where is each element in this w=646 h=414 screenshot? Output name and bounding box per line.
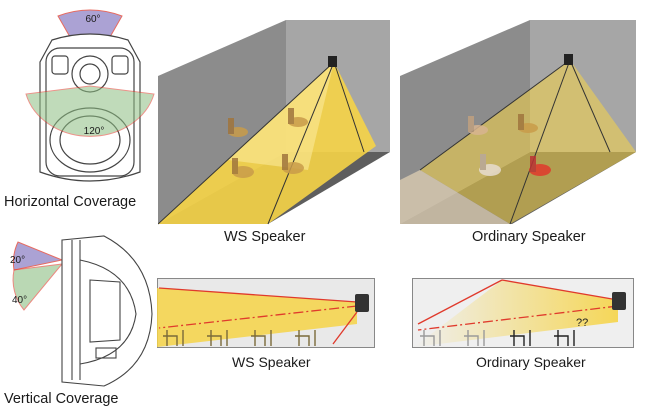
down-coverage-sector [12,263,64,311]
angle-20-label: 20° [10,255,25,266]
speaker-icon [612,292,626,310]
speaker-side-outline [61,235,153,387]
ws-room-caption: WS Speaker [224,229,306,245]
ordinary-side-diagram: ?? [412,278,634,348]
beam-edge-line [158,61,335,225]
ordinary-beam-dim [400,170,510,224]
beam-edge-line [569,59,611,153]
ws-beam-light [228,62,334,170]
ws-room-diagram [158,20,390,225]
ws-side-beam [157,288,357,347]
ws-side-diagram [157,278,375,348]
vertical-coverage-caption: Vertical Coverage [4,391,119,407]
beam-edge-line [333,61,365,153]
angle-120-label: 120° [84,126,105,137]
beam-edge-line [509,59,571,225]
room-left-wall [158,20,286,224]
horizontal-coverage-caption: Horizontal Coverage [4,194,137,210]
audience-group [228,108,308,178]
direct-ray [417,305,619,331]
audience-group [468,114,551,176]
confused-mark: ?? [576,317,588,329]
direct-ray [158,305,358,329]
wide-coverage-sector [25,85,155,137]
angle-40-label: 40° [12,295,27,306]
direct-ray [158,287,358,303]
ordinary-beam [420,60,636,224]
audience-row-dark [510,330,575,346]
ordinary-room-diagram [400,20,636,225]
audience-row [420,330,485,346]
reflected-ray [417,279,503,325]
reflected-ray [501,279,619,301]
floor-ray [332,311,358,345]
audience-row [163,330,316,346]
horizontal-coverage-diagram: 60° 120° [25,9,155,182]
ordinary-room-caption: Ordinary Speaker [472,229,586,245]
beam-edge-line [267,61,335,225]
speaker-icon [328,56,337,67]
beam-edge-line [419,59,571,171]
ordinary-side-caption: Ordinary Speaker [476,354,586,370]
ordinary-side-beam [414,280,618,347]
angle-60-label: 60° [85,14,100,25]
speaker-icon [564,54,573,65]
speaker-icon [355,294,369,312]
vertical-coverage-diagram: 20° 40° [10,235,153,387]
ws-side-caption: WS Speaker [232,354,311,370]
